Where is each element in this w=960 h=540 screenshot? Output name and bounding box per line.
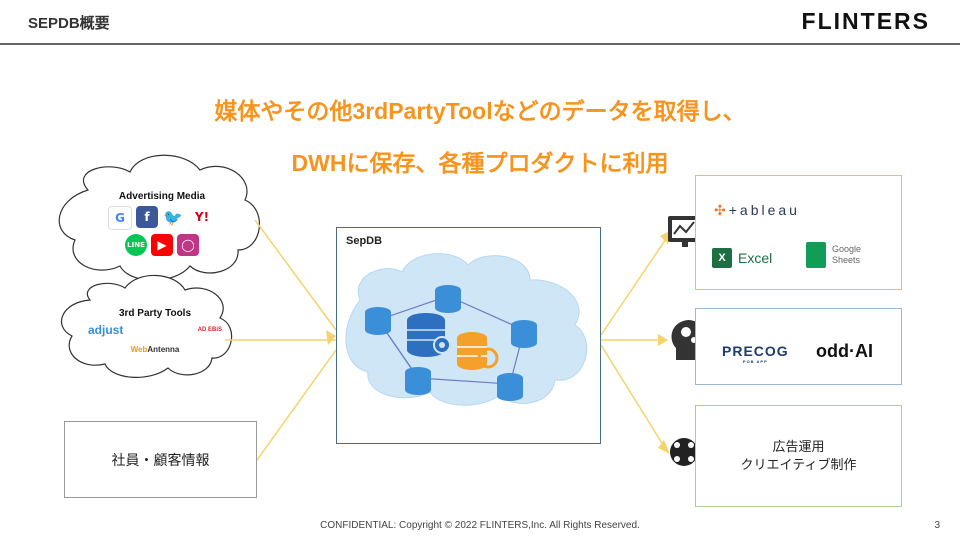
adebis-logo: AD EBiS: [197, 327, 222, 333]
google-sheets-wordmark-line-1: Google: [832, 244, 862, 254]
google-sheets-wordmark-line-2: Sheets: [832, 255, 861, 265]
staff-customer-info-label: 社員・顧客情報: [111, 451, 210, 468]
line-icon: LINE: [125, 234, 147, 256]
ai-products-box: PRECOG POB APP odd·AI: [695, 308, 902, 385]
tableau-logo: ✣+ableau: [714, 202, 800, 219]
arrow-hub-to-ops: [600, 344, 666, 449]
precog-logo: PRECOG POB APP: [722, 343, 789, 364]
ad-operations-label: 広告運用 クリエイティブ制作: [695, 438, 902, 474]
twitter-icon: 🐦: [162, 206, 184, 228]
adjust-logo: adjust: [88, 323, 124, 337]
arrow-advertising-to-hub: [254, 219, 337, 331]
webantenna-logo-part-1: Web: [130, 345, 148, 354]
creative-ops-icon: [670, 438, 698, 466]
third-party-cloud-shape: [60, 274, 233, 378]
input-arrows: [225, 219, 337, 461]
header-divider: [0, 43, 960, 45]
output-arrows: [600, 235, 669, 449]
advertising-media-label: Advertising Media: [118, 191, 206, 202]
brand-logo: FLINTERS: [801, 8, 930, 34]
arrow-staff-to-hub: [256, 349, 337, 461]
arrowhead-ai: [658, 334, 668, 346]
precog-subtitle: POB APP: [742, 359, 768, 364]
instagram-icon: ◯: [177, 234, 199, 256]
footer-copyright: CONFIDENTIAL: Copyright © 2022 FLINTERS,…: [320, 520, 640, 531]
arrowhead-ops: [658, 440, 670, 454]
advertising-cloud-shape: [58, 154, 260, 281]
arrow-hub-to-bi: [600, 235, 669, 336]
third-party-tools-label: 3rd Party Tools: [118, 308, 192, 319]
db-node-icon: [435, 285, 461, 313]
facebook-icon: f: [136, 206, 158, 228]
ad-operations-line-2: クリエイティブ制作: [740, 457, 857, 472]
webantenna-logo-part-2: Antenna: [147, 345, 180, 354]
staff-customer-info-box: 社員・顧客情報: [64, 421, 257, 498]
slide-title: SEPDB概要: [28, 15, 110, 32]
excel-logo: X Excel: [712, 248, 772, 268]
oddai-logo: odd·AI: [816, 341, 873, 361]
youtube-icon: ▶: [151, 234, 173, 256]
excel-icon: X: [712, 248, 732, 268]
advertising-media-group: Advertising Media G f 🐦 Y! LINE ▶ ◯: [92, 191, 232, 256]
db-node-icon: [497, 373, 523, 401]
headline-line-1: 媒体やその他3rdPartyToolなどのデータを取得し、: [214, 98, 746, 124]
arrowhead-inputs: [326, 330, 336, 345]
third-party-tools-group: 3rd Party Tools adjust AD EBiS WebAntenn…: [80, 308, 230, 354]
google-icon: G: [108, 206, 132, 230]
excel-wordmark: Excel: [738, 250, 773, 266]
page-number: 3: [934, 520, 940, 531]
yahoo-icon: Y!: [188, 206, 216, 228]
ad-operations-box: [695, 405, 902, 507]
tableau-mark-icon: ✣: [714, 202, 729, 218]
db-node-icon: [365, 307, 391, 335]
headline-line-2: DWHに保存、各種プロダクトに利用: [291, 150, 669, 176]
main-database-gear-icon: [407, 313, 451, 357]
dashboard-icon: [668, 216, 702, 247]
webantenna-logo: WebAntenna: [80, 345, 230, 354]
ad-operations-line-1: 広告運用: [772, 439, 825, 454]
google-sheets-icon: [806, 242, 826, 268]
sepdb-hub-box: [336, 227, 601, 444]
sync-database-icon: [457, 332, 499, 370]
sepdb-cloud-shape: [345, 253, 588, 406]
db-node-icon: [511, 320, 537, 348]
db-node-icons: [365, 285, 537, 401]
precog-wordmark: PRECOG: [722, 343, 789, 359]
tableau-wordmark: +ableau: [728, 202, 800, 218]
db-node-icon: [405, 367, 431, 395]
sepdb-hub-label: SepDB: [346, 235, 383, 247]
